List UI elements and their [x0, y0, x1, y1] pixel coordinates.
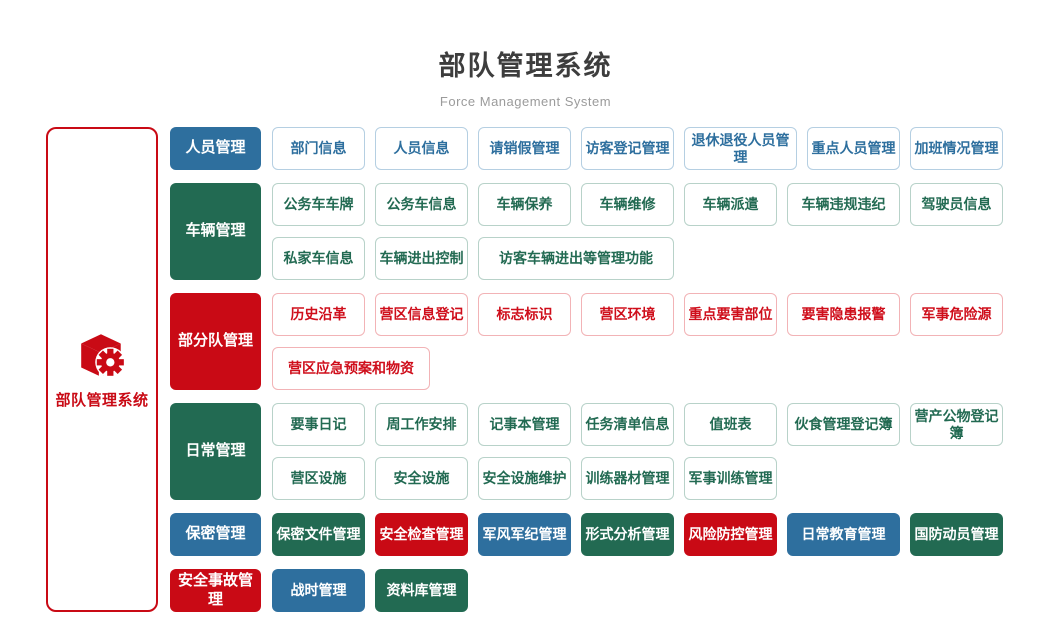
module-item: 保密文件管理 — [272, 513, 365, 556]
module-item: 车辆违规违纪 — [787, 183, 900, 226]
module-item: 车辆进出控制 — [375, 237, 468, 280]
module-item: 伙食管理登记簿 — [787, 403, 900, 446]
module-grid: 人员管理 部门信息 人员信息 请销假管理 访客登记管理 退休退役人员管理 重点人… — [170, 127, 1003, 612]
module-item: 资料库管理 — [375, 569, 468, 612]
category-secrecy: 保密管理 — [170, 513, 261, 556]
category-vehicle: 车辆管理 — [170, 183, 261, 280]
page-title: 部队管理系统 — [438, 51, 613, 81]
module-item: 安全设施 — [375, 457, 468, 500]
module-item: 安全设施维护 — [478, 457, 571, 500]
module-item: 军事危险源 — [910, 293, 1003, 336]
module-item: 人员信息 — [375, 127, 468, 170]
module-item: 形式分析管理 — [581, 513, 674, 556]
row-secrecy: 保密管理 保密文件管理 安全检查管理 军风军纪管理 形式分析管理 风险防控管理 … — [170, 513, 1003, 556]
category-daily: 日常管理 — [170, 403, 261, 500]
category-personnel: 人员管理 — [170, 127, 261, 170]
module-item: 驾驶员信息 — [910, 183, 1003, 226]
module-item: 访客登记管理 — [581, 127, 674, 170]
module-item: 任务清单信息 — [581, 403, 674, 446]
module-item: 公务车信息 — [375, 183, 468, 226]
module-item: 记事本管理 — [478, 403, 571, 446]
module-item: 重点人员管理 — [807, 127, 900, 170]
module-item: 标志标识 — [478, 293, 571, 336]
module-item: 周工作安排 — [375, 403, 468, 446]
row-subunit: 部分队管理 历史沿革 营区信息登记 标志标识 营区环境 重点要害部位 要害隐患报… — [170, 293, 1003, 390]
module-item: 历史沿革 — [272, 293, 365, 336]
module-item: 退休退役人员管理 — [684, 127, 797, 170]
module-item: 军风军纪管理 — [478, 513, 571, 556]
module-item: 访客车辆进出等管理功能 — [478, 237, 674, 280]
module-item: 加班情况管理 — [910, 127, 1003, 170]
module-item: 车辆维修 — [581, 183, 674, 226]
module-item: 请销假管理 — [478, 127, 571, 170]
module-item: 国防动员管理 — [910, 513, 1003, 556]
module-item: 日常教育管理 — [787, 513, 900, 556]
module-item: 风险防控管理 — [684, 513, 777, 556]
category-subunit: 部分队管理 — [170, 293, 261, 390]
row-daily: 日常管理 要事日记 周工作安排 记事本管理 任务清单信息 值班表 伙食管理登记簿… — [170, 403, 1003, 500]
module-item: 营区应急预案和物资 — [272, 347, 430, 390]
module-item: 军事训练管理 — [684, 457, 777, 500]
module-item: 私家车信息 — [272, 237, 365, 280]
root-node: 部队管理系统 — [46, 127, 158, 612]
row-safety-accident: 安全事故管理 战时管理 资料库管理 — [170, 569, 1003, 612]
cube-gear-icon — [81, 333, 126, 377]
module-item: 要害隐患报警 — [787, 293, 900, 336]
module-item: 战时管理 — [272, 569, 365, 612]
module-item: 营区环境 — [581, 293, 674, 336]
row-vehicle: 车辆管理 公务车车牌 公务车信息 车辆保养 车辆维修 车辆派遣 车辆违规违纪 驾… — [170, 183, 1003, 280]
module-item: 值班表 — [684, 403, 777, 446]
row-personnel: 人员管理 部门信息 人员信息 请销假管理 访客登记管理 退休退役人员管理 重点人… — [170, 127, 1003, 170]
root-label: 部队管理系统 — [55, 391, 149, 409]
module-item: 营产公物登记簿 — [910, 403, 1003, 446]
module-item: 训练器材管理 — [581, 457, 674, 500]
module-item: 公务车车牌 — [272, 183, 365, 226]
module-item: 车辆保养 — [478, 183, 571, 226]
category-safety-accident: 安全事故管理 — [170, 569, 261, 612]
module-item: 部门信息 — [272, 127, 365, 170]
module-item: 安全检查管理 — [375, 513, 468, 556]
header: 部队管理系统 Force Management System — [0, 44, 1051, 109]
module-item: 营区信息登记 — [375, 293, 468, 336]
page-subtitle: Force Management System — [439, 94, 612, 109]
module-item: 车辆派遣 — [684, 183, 777, 226]
module-item: 营区设施 — [272, 457, 365, 500]
module-item: 重点要害部位 — [684, 293, 777, 336]
module-item: 要事日记 — [272, 403, 365, 446]
